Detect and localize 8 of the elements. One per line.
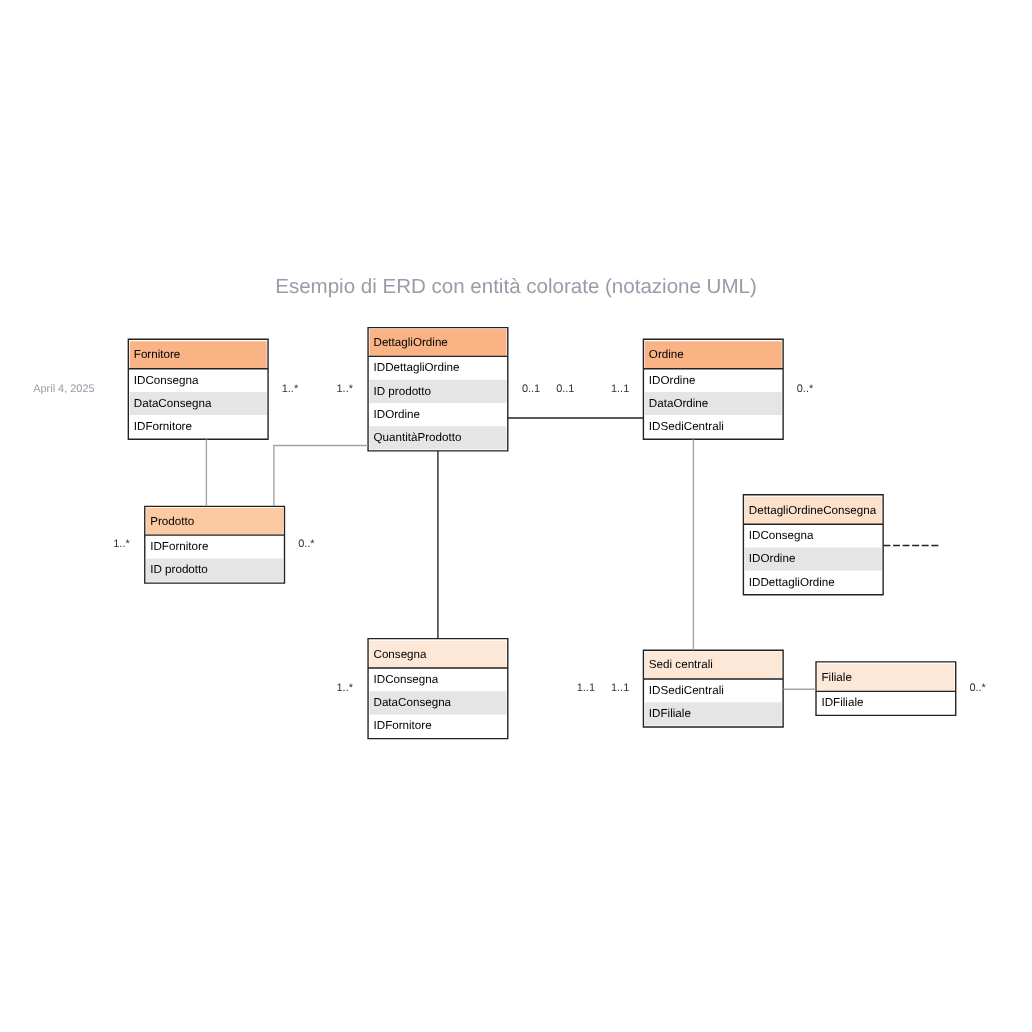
diagram-title: Esempio di ERD con entità colorate (notazione UML) <box>275 277 757 300</box>
connector <box>882 544 942 547</box>
connector <box>782 688 817 690</box>
connector <box>205 438 208 507</box>
connector <box>273 444 369 507</box>
connector <box>507 417 644 419</box>
connector <box>437 450 439 640</box>
connector <box>692 438 695 651</box>
